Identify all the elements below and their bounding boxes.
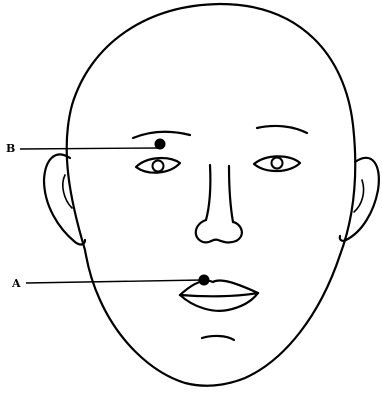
label-a: A (11, 277, 21, 290)
left-eyebrow (133, 132, 190, 138)
label-b-leader-line (20, 148, 160, 149)
right-ear (340, 158, 379, 241)
chin-mark (202, 336, 234, 340)
label-a-leader-line (26, 280, 202, 283)
right-pupil (272, 158, 283, 169)
nose-base (196, 220, 242, 243)
label-b: B (6, 142, 15, 155)
label-a-marker-dot (199, 275, 210, 286)
right-eyebrow (257, 126, 307, 133)
nose-right-bridge (229, 166, 233, 222)
label-b-marker-dot (155, 139, 166, 150)
nose-left-bridge (206, 165, 210, 220)
lip-line (180, 293, 258, 296)
upper-lip (180, 280, 258, 295)
left-pupil (153, 161, 164, 172)
